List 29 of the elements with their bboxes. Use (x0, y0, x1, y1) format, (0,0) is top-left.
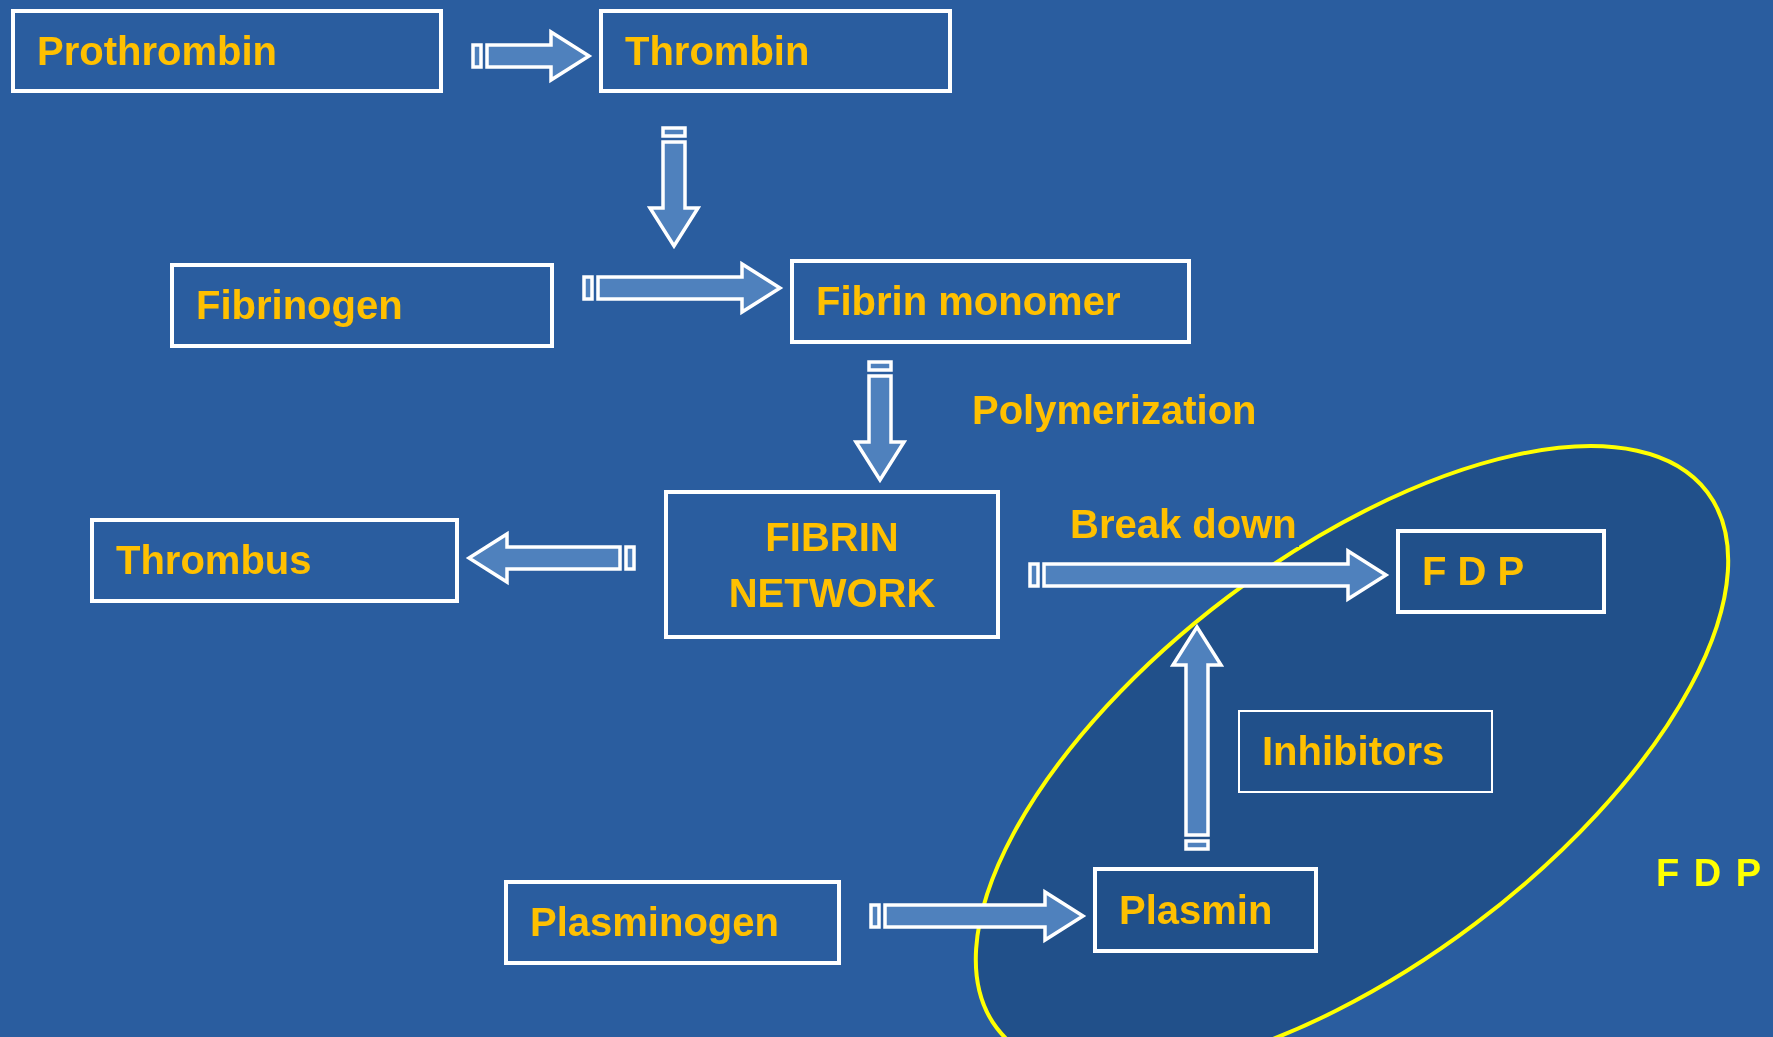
block-arrow (471, 28, 593, 84)
node-text: Plasminogen (530, 900, 779, 945)
process-box (1093, 867, 1318, 953)
block-arrow (465, 530, 636, 586)
block-arrow (852, 360, 908, 484)
process-box (599, 9, 952, 93)
node-text: Thrombus (116, 538, 312, 583)
node-text: F D P (1422, 549, 1525, 594)
node-text: Inhibitors (1262, 729, 1445, 774)
node-text: Plasmin (1119, 887, 1273, 933)
node-text: Fibrin monomer (816, 279, 1121, 324)
node-text: Thrombin (625, 28, 810, 74)
node-text: Fibrinogen (196, 283, 403, 328)
node-text: FIBRIN NETWORK (727, 513, 937, 617)
block-arrow (1028, 547, 1390, 603)
process-box (170, 263, 554, 348)
block-arrow (869, 888, 1087, 944)
block-arrow (582, 260, 784, 316)
process-box (504, 880, 841, 965)
ellipse-label: F D P (1656, 852, 1762, 895)
process-box (11, 9, 443, 93)
process-box (664, 490, 1000, 639)
process-box (1238, 710, 1493, 793)
block-arrow (1169, 623, 1225, 851)
block-arrow (646, 126, 702, 250)
process-box (790, 259, 1191, 344)
process-box (90, 518, 459, 603)
process-box (1396, 529, 1606, 614)
node-text: Prothrombin (37, 28, 277, 74)
